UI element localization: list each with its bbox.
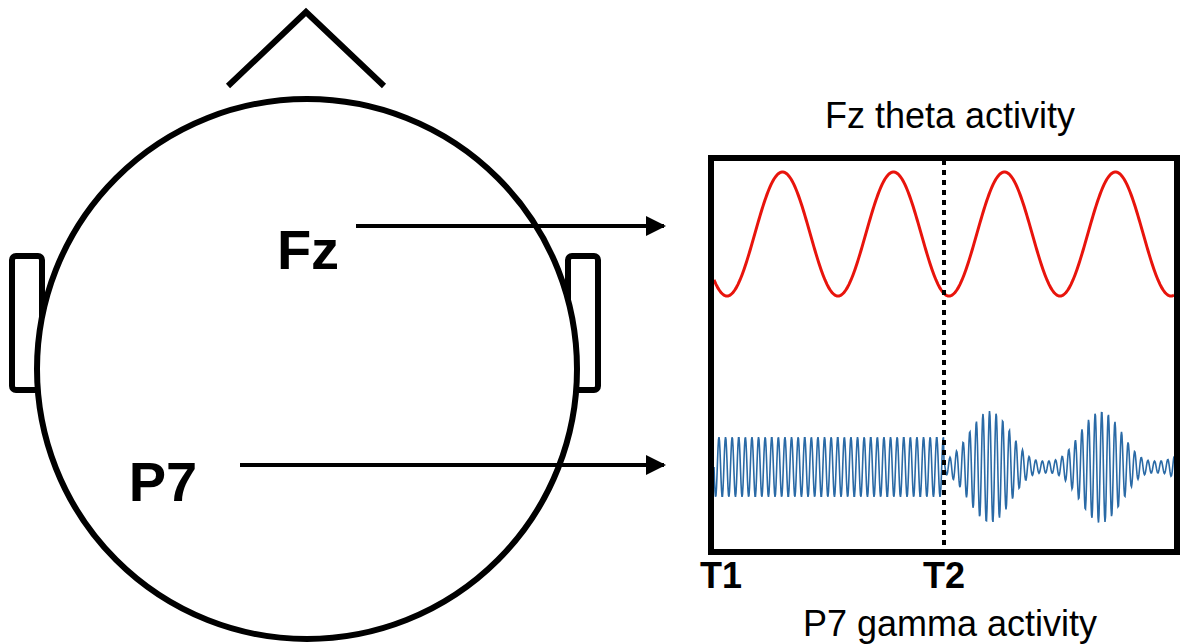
plot-title: Fz theta activity [825,98,1075,134]
time-marker [942,160,946,550]
nose [228,12,384,86]
head-outline [37,99,577,639]
electrode-label: Fz [277,222,339,278]
time-label: T2 [923,558,965,594]
time-label: T1 [700,558,742,594]
electrode-label: P7 [129,454,198,510]
gamma-wave [714,411,1174,522]
leader-arrow [240,463,664,467]
plot-box: Fz theta activityP7 gamma activity [708,155,1180,555]
plot-title: P7 gamma activity [803,606,1097,642]
leader-arrow [356,224,664,228]
